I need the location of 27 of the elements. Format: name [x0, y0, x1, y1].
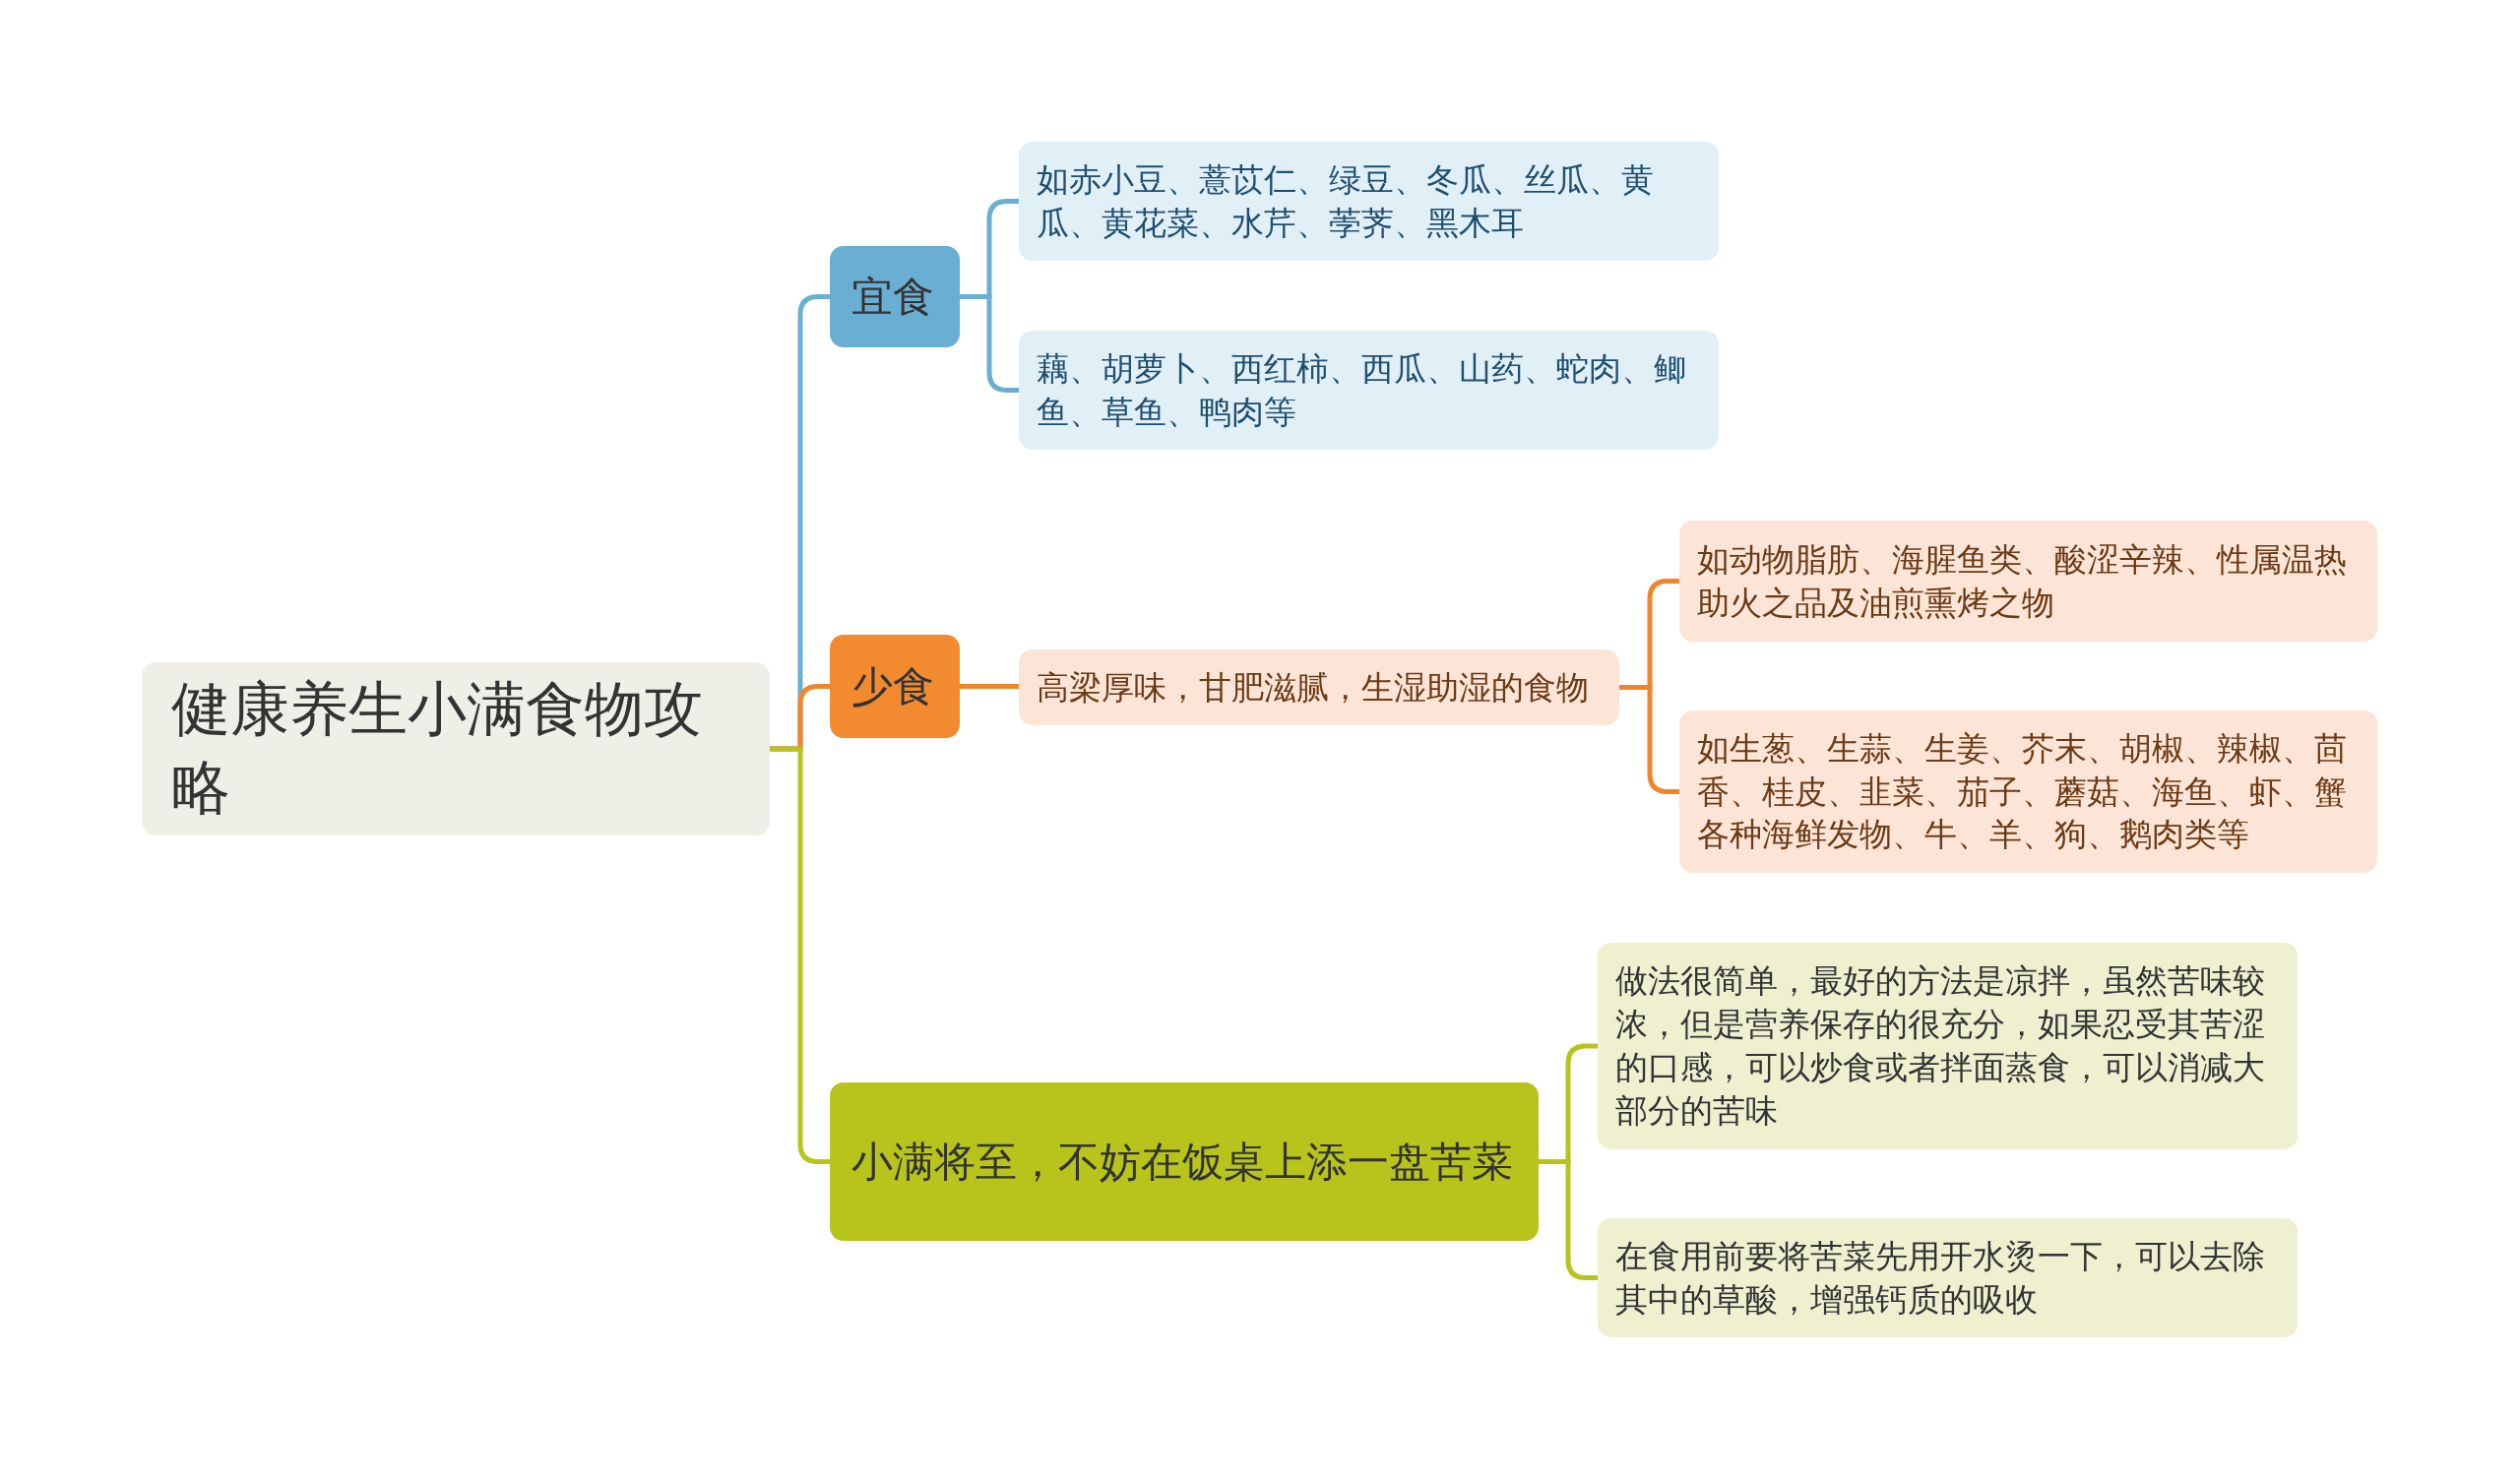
subtopic-box — [1019, 649, 1619, 725]
central-topic — [142, 662, 770, 835]
topic-text: 在食用前要将苦菜先用开水烫一下，可以去除其中的草酸，增强钙质的吸收 — [1615, 1235, 2266, 1321]
subtopic-box — [1679, 710, 2377, 873]
subtopic-box — [1019, 142, 1719, 261]
topic-text: 少食 — [851, 660, 935, 712]
connector-line — [960, 294, 1019, 393]
branch-topic — [830, 1082, 1539, 1241]
topic-text: 藕、胡萝卜、西红柿、西瓜、山药、蛇肉、鲫鱼、草鱼、鸭肉等 — [1037, 347, 1687, 433]
topic-text: 如赤小豆、薏苡仁、绿豆、冬瓜、丝瓜、黄瓜、黄花菜、水芹、荸荠、黑木耳 — [1037, 158, 1655, 244]
connector-line — [770, 746, 830, 1164]
connector-line — [1539, 1159, 1598, 1280]
topic-text: 如动物脂肪、海腥鱼类、酸涩辛辣、性属温热助火之品及油煎熏烤之物 — [1697, 538, 2348, 624]
topic-text: 做法很简单，最好的方法是凉拌，虽然苦味较浓，但是营养保存的很充分，如果忍受其苦涩的口感，可以炒食或者拌面蒸食，可以消减大部分的苦味 — [1615, 960, 2266, 1132]
topic-text: 如生葱、生蒜、生姜、芥末、胡椒、辣椒、茴香、桂皮、韭菜、茄子、蘑菇、海鱼、虾、蟹各种海鲜发物、牛、羊、狗、鹅肉类等 — [1697, 727, 2348, 856]
connector-line — [960, 684, 1019, 689]
topic-text: 健康养生小满食物攻略 — [171, 673, 704, 824]
topic-text: 高梁厚味，甘肥滋腻，生湿助湿的食物 — [1037, 666, 1590, 709]
branch-topic — [830, 635, 960, 738]
subtopic-box — [1019, 331, 1719, 450]
topic-text: 宜食 — [851, 271, 935, 323]
subtopic-box — [1598, 943, 2298, 1149]
topic-text: 小满将至，不妨在饭桌上添一盘苦菜 — [851, 1136, 1514, 1188]
connector-line — [1619, 685, 1679, 794]
subtopic-box — [1679, 521, 2377, 642]
subtopic-box — [1598, 1218, 2298, 1337]
branch-topic — [830, 246, 960, 347]
